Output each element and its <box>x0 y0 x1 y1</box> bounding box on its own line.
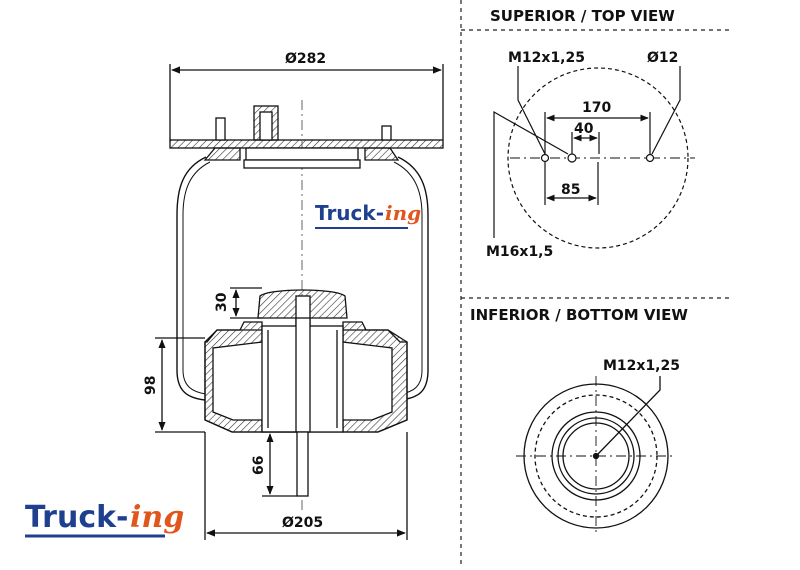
hole-right <box>645 153 655 163</box>
hole-center <box>567 153 577 163</box>
brand-logo: Truck- ing <box>25 500 184 538</box>
piston <box>204 317 408 497</box>
upper-retainer <box>203 147 400 169</box>
label-top-thread-left: M12x1,25 <box>508 50 585 66</box>
dimension-piston-diameter <box>204 432 408 540</box>
svg-text:Truck-: Truck- <box>315 201 384 225</box>
drawing-brand-watermark: Truck- ing <box>315 201 421 229</box>
label-stud-length: 66 <box>251 456 267 475</box>
hole-left <box>540 153 550 163</box>
label-top-dim-170: 170 <box>582 100 611 116</box>
label-top-hole-right: Ø12 <box>647 50 678 66</box>
label-bottom-thread: M12x1,25 <box>603 358 680 374</box>
label-bumper-height: 30 <box>214 292 230 312</box>
dimension-bumper-height <box>230 287 262 319</box>
label-piston-diameter: Ø205 <box>282 515 323 531</box>
dimension-stud-length <box>262 431 297 497</box>
svg-text:ing: ing <box>130 500 184 535</box>
label-piston-height: 98 <box>143 376 159 395</box>
bellows <box>176 156 429 401</box>
top-studs <box>215 105 392 141</box>
top-view <box>493 66 695 249</box>
dimension-top-plate <box>169 64 444 140</box>
top-plate <box>169 139 444 149</box>
label-top-dim-40: 40 <box>574 121 594 137</box>
bottom-view <box>516 376 676 536</box>
top-view-title: SUPERIOR / TOP VIEW <box>490 7 675 25</box>
svg-text:Truck-: Truck- <box>25 500 129 535</box>
label-top-plate-diameter: Ø282 <box>285 51 326 67</box>
svg-text:ing: ing <box>385 201 421 225</box>
dimension-piston-height <box>155 337 205 433</box>
view-separators <box>460 0 730 565</box>
bottom-view-title: INFERIOR / BOTTOM VIEW <box>470 306 688 324</box>
label-top-dim-85: 85 <box>561 182 580 198</box>
bellows-inner <box>182 161 423 395</box>
label-top-center-thread: M16x1,5 <box>486 244 553 260</box>
side-view <box>155 64 444 540</box>
